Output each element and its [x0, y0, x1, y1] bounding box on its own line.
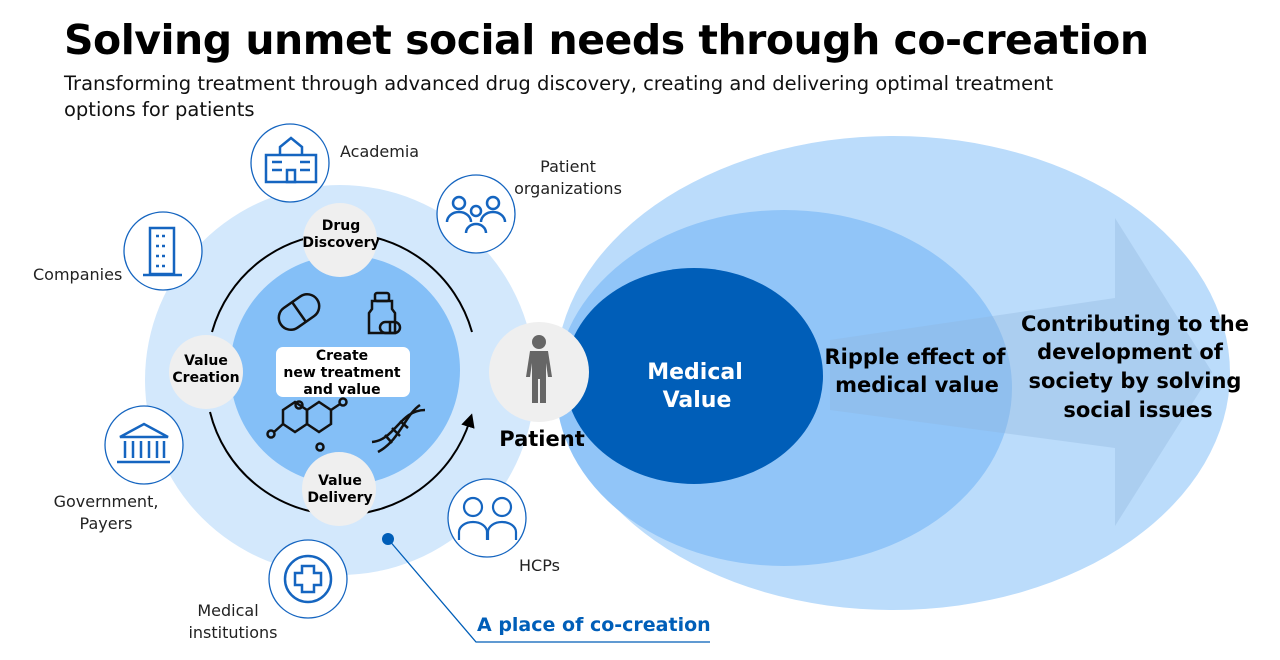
value-delivery-node: Value Delivery	[302, 452, 376, 526]
patient-organizations-label-2: organizations	[514, 179, 622, 198]
medical-value-label-2: Value	[663, 388, 732, 413]
society-label-2: development of	[1037, 340, 1224, 364]
value-creation-label-1: Value	[184, 353, 228, 369]
patient-organizations-circle	[436, 174, 516, 254]
hcps-label: HCPs	[519, 556, 560, 575]
center-label-1: Create	[316, 348, 368, 364]
medical-value-label-1: Medical	[647, 360, 743, 385]
medicine-bottle-icon	[367, 291, 402, 335]
molecule-icon	[266, 397, 348, 452]
government-building-icon	[117, 422, 170, 464]
patient-label: Patient	[499, 427, 584, 451]
medical-institutions-label-1: Medical	[197, 601, 258, 620]
callout-line	[387, 538, 710, 643]
government-label-1: Government,	[54, 492, 159, 511]
center-label-2: new treatment	[283, 365, 401, 381]
value-delivery-label-1: Value	[318, 473, 362, 489]
page-title: Solving unmet social needs through co-cr…	[64, 16, 1149, 64]
government-circle	[104, 405, 184, 485]
drug-discovery-node: Drug Discovery	[302, 203, 380, 277]
medical-value-ellipse	[565, 268, 823, 484]
capsule-icon	[277, 293, 321, 331]
medical-cross-icon	[283, 554, 333, 604]
dna-icon	[371, 403, 426, 454]
society-label-1: Contributing to the	[1021, 312, 1249, 336]
society-label-4: social issues	[1063, 398, 1212, 422]
page-subtitle: Transforming treatment through advanced …	[64, 72, 1054, 121]
co-creation-label: A place of co-creation	[477, 614, 711, 636]
center-label-box	[276, 347, 410, 397]
drug-discovery-label-1: Drug	[322, 218, 361, 234]
ripple-label-1: Ripple effect of	[824, 345, 1006, 369]
arrow-shape	[830, 218, 1212, 526]
ripple-label-2: medical value	[835, 373, 999, 397]
academia-label: Academia	[340, 142, 419, 161]
doctors-icon	[457, 496, 518, 540]
value-creation-label-2: Creation	[172, 370, 239, 386]
center-label-3: and value	[303, 382, 380, 398]
society-label-3: society by solving	[1029, 369, 1242, 393]
companies-circle	[123, 211, 203, 291]
academia-circle	[250, 123, 330, 203]
hcps-circle	[447, 478, 527, 558]
government-label-2: Payers	[80, 514, 133, 533]
person-icon	[526, 335, 552, 403]
medical-institutions-circle	[268, 539, 348, 619]
office-tower-icon	[143, 226, 182, 277]
people-group-icon	[445, 195, 507, 234]
academia-building-icon	[264, 136, 318, 184]
drug-discovery-label-2: Discovery	[302, 235, 379, 251]
value-creation-node: Value Creation	[169, 335, 243, 409]
medical-institutions-label-2: institutions	[188, 623, 277, 642]
patient-organizations-label-1: Patient	[540, 157, 596, 176]
value-delivery-label-2: Delivery	[307, 490, 372, 506]
companies-label: Companies	[33, 265, 122, 284]
